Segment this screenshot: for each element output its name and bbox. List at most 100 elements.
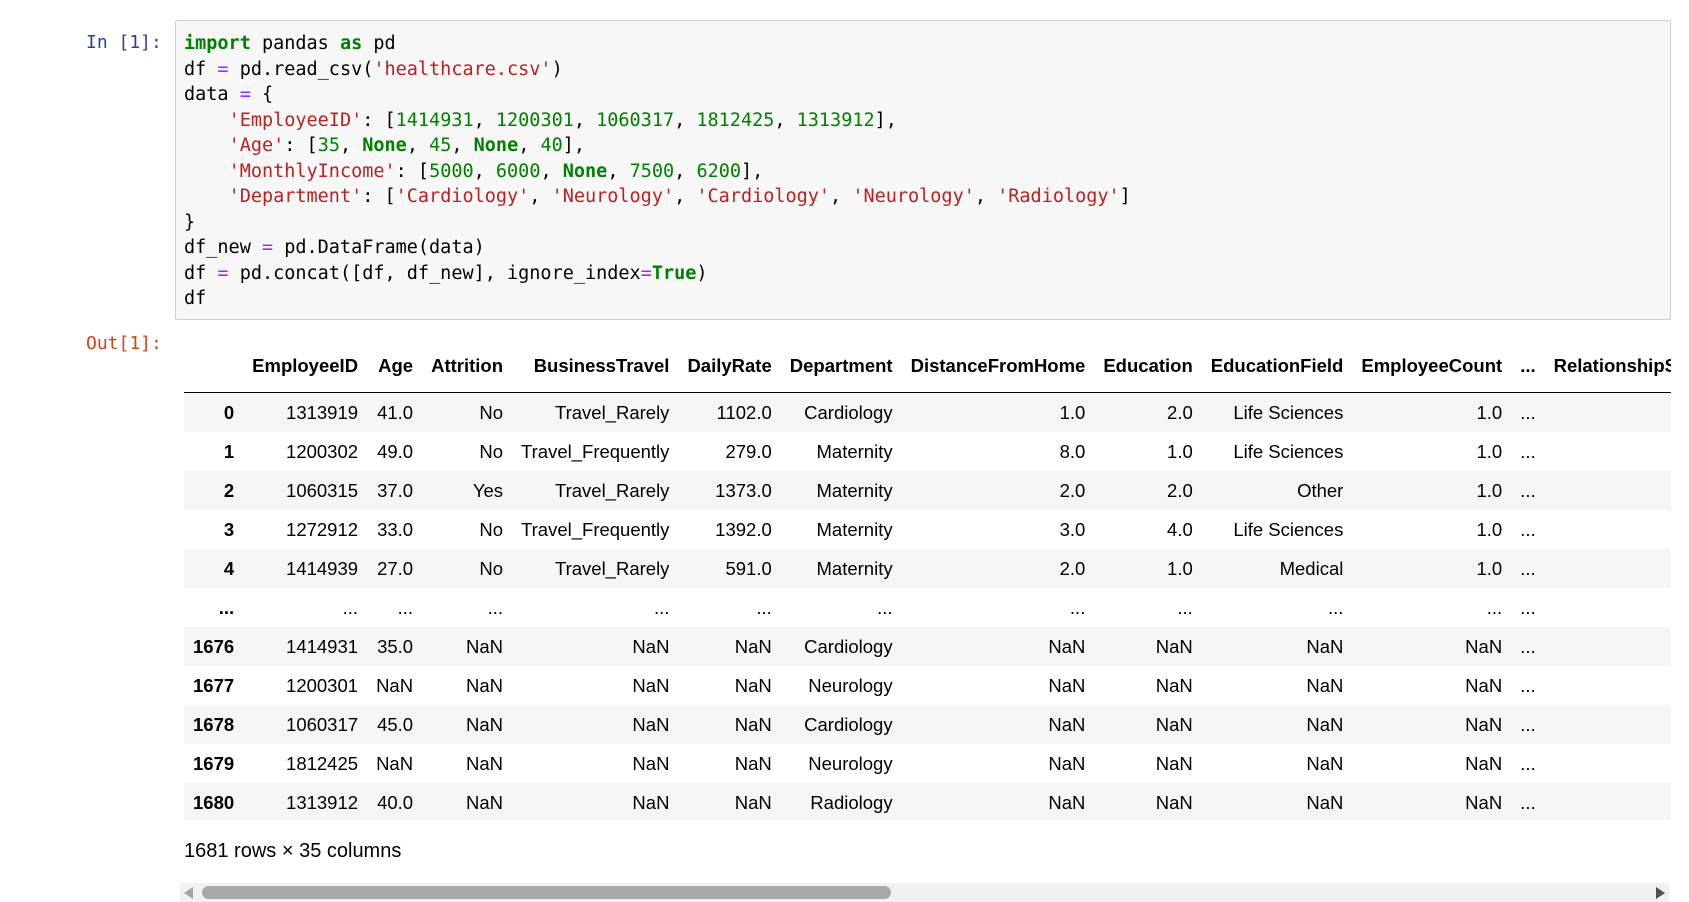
table-cell: 35.0 [377,635,414,657]
table-cell: 1272912 [286,518,359,540]
table-cell: Medical [1279,557,1344,579]
table-cell: NaN [1048,635,1086,657]
table-cell: NaN [632,674,670,696]
table-cell: 1060315 [286,479,359,501]
code-token: ], [741,160,764,182]
table-cell: 40.0 [377,791,414,813]
input-prompt: In [1]: [86,32,162,53]
code-token: ) [696,262,708,284]
table-cell: 1102.0 [716,401,772,423]
row-index: 1677 [193,674,235,696]
code-token: 'Radiology' [997,186,1120,207]
table-cell: NaN [1048,791,1086,813]
code-token: 1060317 [596,109,675,131]
table-cell: NaN [1306,791,1344,813]
row-index: 2 [223,479,235,501]
code-token: 'Neurology' [551,186,675,207]
code-token: 'Age' [228,135,285,156]
horizontal-scrollbar[interactable] [180,883,1669,902]
table-cell: NaN [376,752,414,774]
scroll-left-arrow-icon[interactable] [184,887,193,899]
row-index: 3 [223,518,235,540]
table-cell: 1200302 [286,440,359,462]
table-cell: NaN [1306,674,1344,696]
table-cell [1545,744,1671,783]
table-cell: Cardiology [804,713,893,735]
row-index: 1680 [193,791,235,813]
output-prompt: Out[1]: [86,333,162,354]
code-token: as [339,33,363,54]
row-index: 4 [223,557,235,579]
table-cell: NaN [1465,713,1503,735]
row-index: 0 [223,401,235,423]
code-token: { [250,84,274,105]
dataframe-shape-label: 1681 rows × 35 columns [184,840,402,862]
code-token: = [261,237,274,258]
table-cell: NaN [632,791,670,813]
code-token: df_new [184,237,262,258]
code-token: 7500 [629,160,675,182]
code-token: } [184,211,196,233]
table-cell: NaN [466,713,504,735]
table-cell: 279.0 [725,440,772,462]
table-cell: NaN [1155,752,1193,774]
table-cell: NaN [1048,752,1086,774]
scroll-right-arrow-icon[interactable] [1656,887,1665,899]
table-cell: Travel_Rarely [554,401,670,423]
code-token: pd [362,33,396,54]
table-cell: NaN [466,635,504,657]
table-cell: ... [1520,401,1536,423]
table-cell: 1200301 [286,674,359,696]
table-cell: No [479,518,504,540]
column-header: Age [367,340,423,393]
table-cell: 27.0 [377,557,414,579]
table-cell: NaN [466,791,504,813]
table-cell: ... [1520,674,1536,696]
code-token: = [640,262,652,284]
table-cell: ... [1520,518,1536,540]
code-token: , [974,186,998,207]
code-token: , [674,160,697,182]
table-cell: NaN [1155,791,1193,813]
table-cell: NaN [1306,713,1344,735]
table-cell: Yes [472,479,504,501]
code-token: = [217,262,229,284]
code-token: pd.read_csv( [228,58,374,80]
table-cell: 2.0 [1059,557,1086,579]
code-token: , [607,160,630,182]
table-cell: 1060317 [286,713,359,735]
row-index: 1678 [193,713,235,735]
code-cell-editor[interactable]: import pandas as pd df = pd.read_csv('he… [175,20,1671,320]
table-cell: NaN [734,752,772,774]
table-cell: 1414939 [286,557,359,579]
code-token: pandas [250,33,340,54]
table-cell: NaN [632,752,670,774]
code-text[interactable]: import pandas as pd df = pd.read_csv('he… [184,31,1131,312]
table-cell: Cardiology [804,635,893,657]
table-cell: Maternity [816,440,893,462]
scrollbar-thumb[interactable] [202,886,891,899]
code-token: ) [551,58,563,80]
table-cell: ... [1520,791,1536,813]
code-token: : [ [284,135,318,156]
table-cell: 1812425 [286,752,359,774]
code-token: , [406,135,430,156]
code-token: = [239,84,251,105]
code-token [184,186,229,207]
code-token [184,161,229,182]
code-token: pd.DataFrame(data) [273,237,485,258]
table-cell: NaN [1465,635,1503,657]
table-cell: 2.0 [1059,479,1086,501]
table-cell: 1313912 [286,791,359,813]
code-token: : [ [362,186,396,207]
code-token: 'MonthlyIncome' [228,160,396,182]
table-cell: NaN [1155,635,1193,657]
code-token: 1200301 [495,109,574,131]
table-cell: 1.0 [1476,518,1503,540]
